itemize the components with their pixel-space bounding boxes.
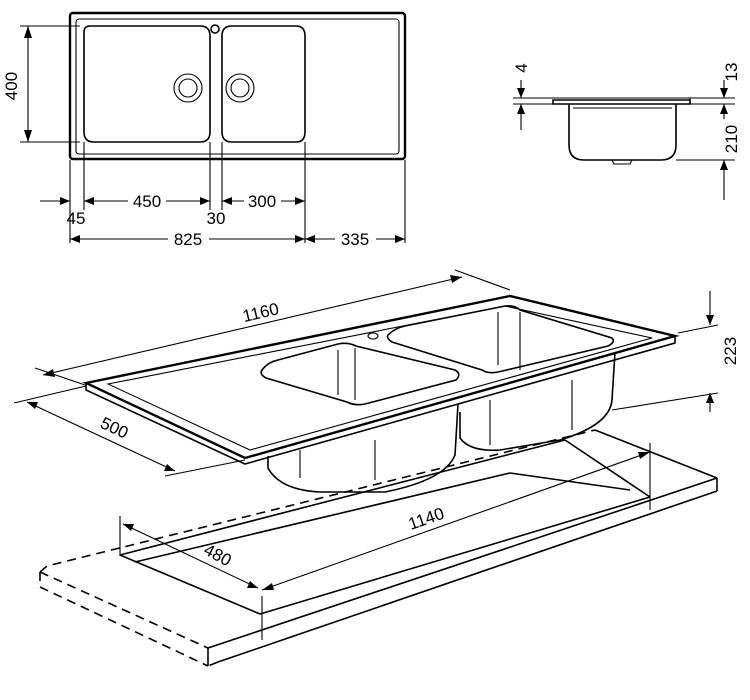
iso-view: 1160 500 223 1140 480	[13, 269, 740, 667]
section-drain	[611, 159, 633, 165]
iso-right-bowl	[386, 305, 615, 374]
iso-dim-cutout-length: 1140	[406, 504, 447, 534]
plan-view: 400 450 300 45 30 825 335	[2, 11, 407, 249]
plan-dim-drainer: 335	[341, 230, 369, 249]
plan-right-drain-icon	[225, 73, 255, 103]
section-flange	[552, 99, 691, 105]
iso-tap-hole-icon	[367, 332, 379, 340]
plan-dim-bowl-right: 300	[248, 192, 276, 211]
plan-inner-rim	[75, 18, 400, 155]
plan-left-drain-icon	[173, 73, 203, 103]
iso-left-bowl	[260, 342, 460, 406]
iso-left-bowl-underside	[267, 403, 459, 493]
section-view: 4 13 210	[512, 63, 741, 200]
section-dim-flange: 4	[512, 63, 531, 72]
iso-right-bowl-underside	[459, 351, 616, 452]
plan-dim-height: 400	[2, 72, 21, 100]
iso-sink	[82, 294, 680, 493]
iso-dim-width: 500	[97, 413, 131, 442]
plan-right-bowl	[221, 25, 306, 143]
plan-outer-outline	[68, 11, 407, 161]
plan-left-bowl	[83, 25, 211, 143]
plan-dim-bowls-total: 825	[174, 230, 202, 249]
iso-sink-top	[82, 294, 680, 460]
iso-dim-height: 223	[721, 337, 740, 365]
section-dim-top: 13	[722, 63, 741, 82]
section-dim-depth: 210	[722, 125, 741, 153]
iso-dim-length: 1160	[241, 299, 281, 326]
plan-dim-gap: 30	[207, 209, 226, 228]
iso-cutout	[119, 439, 651, 615]
plan-dim-bowl-left: 450	[133, 192, 161, 211]
tap-hole-icon	[210, 24, 220, 34]
iso-countertop	[39, 429, 718, 667]
plan-dim-left-margin: 45	[67, 209, 86, 228]
section-bowl	[568, 104, 677, 161]
